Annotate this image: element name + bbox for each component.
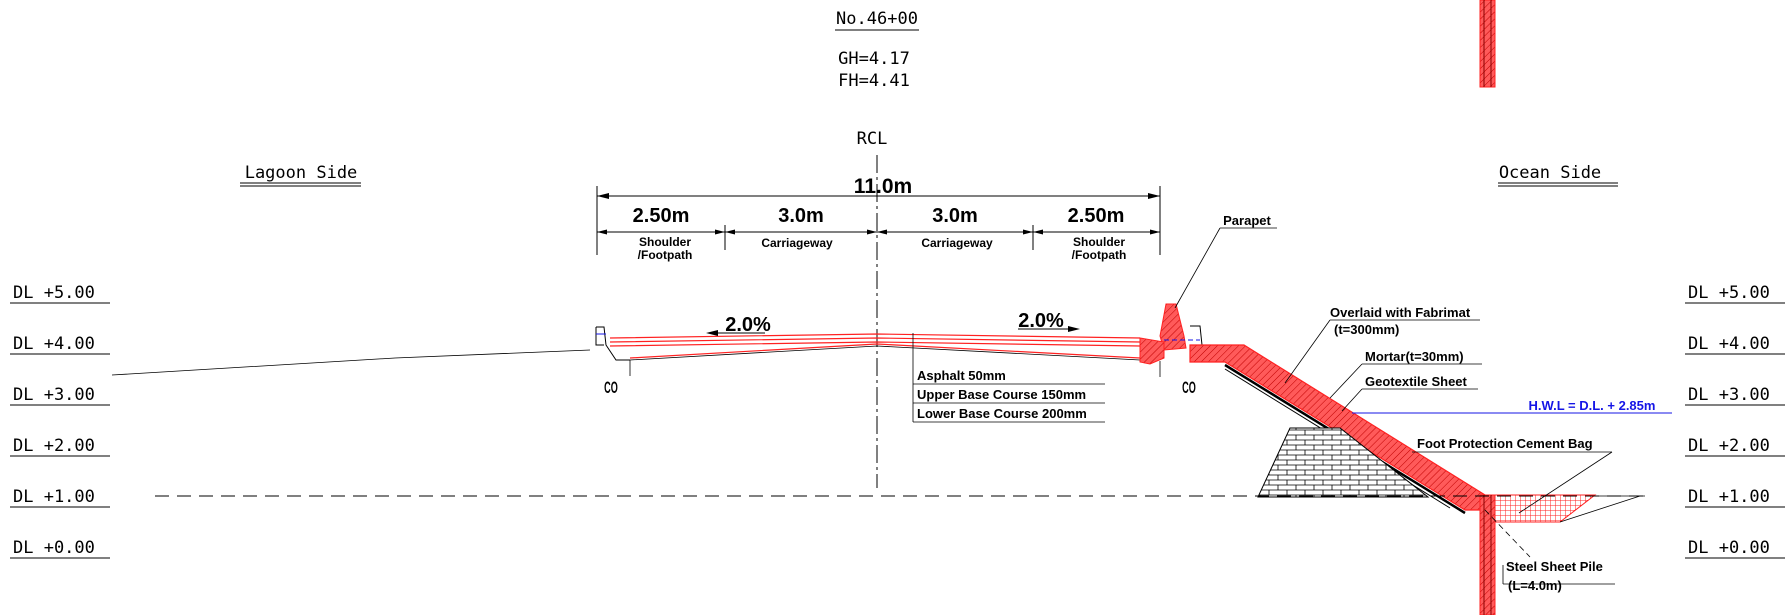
slope-left: 2.0%	[725, 314, 771, 336]
lagoon-side-label: Lagoon Side	[245, 163, 358, 183]
overlaid-sub-label: (t=300mm)	[1334, 322, 1399, 337]
level-label-right: DL +2.00	[1688, 436, 1770, 456]
dim-carriageway-left: 3.0m	[778, 205, 824, 227]
ground-height: GH=4.17	[838, 49, 910, 69]
pile-toe-dashed	[1484, 509, 1531, 558]
level-label-left: DL +4.00	[13, 334, 95, 354]
shoulder-left-label: Shoulder	[639, 235, 691, 249]
foot-protection-label: Foot Protection Cement Bag	[1417, 436, 1593, 451]
parapet-label: Parapet	[1223, 213, 1271, 228]
dim-shoulder-right: 2.50m	[1068, 205, 1125, 227]
level-label-left: DL +2.00	[13, 436, 95, 456]
sheet-pile-length-label: (L=4.0m)	[1508, 578, 1562, 593]
finish-height: FH=4.41	[838, 71, 910, 91]
shoulder-left-label-2: /Footpath	[638, 248, 693, 262]
dimension-lines	[596, 186, 1161, 255]
level-label-left: DL +3.00	[13, 385, 95, 405]
overlaid-label: Overlaid with Fabrimat	[1330, 305, 1471, 320]
levels-right: DL +5.00 DL +4.00 DL +3.00 DL +2.00 DL +…	[1685, 283, 1785, 559]
hwl-label: H.W.L = D.L. + 2.85m	[1529, 398, 1656, 413]
foot-protection-bags	[1494, 494, 1597, 523]
steel-sheet-pile	[1479, 0, 1496, 615]
mortar-label: Mortar(t=30mm)	[1365, 349, 1464, 364]
block-mound	[1257, 427, 1430, 498]
pavement-layer-upper-base: Upper Base Course 150mm	[917, 387, 1086, 402]
pavement-layer-lower-base: Lower Base Course 200mm	[917, 406, 1087, 421]
level-label-left: DL +0.00	[13, 538, 95, 558]
station-number: No.46+00	[836, 9, 918, 29]
parapet-leader	[1174, 227, 1221, 309]
level-label-left: DL +5.00	[13, 283, 95, 303]
shoulder-right-label-2: /Footpath	[1072, 248, 1127, 262]
pavement-layer-asphalt: Asphalt 50mm	[917, 368, 1006, 383]
carriageway-right-label: Carriageway	[921, 236, 993, 250]
levels-left: DL +5.00 DL +4.00 DL +3.00 DL +2.00 DL +…	[10, 283, 110, 559]
ground-line	[111, 349, 591, 376]
slope-right: 2.0%	[1018, 310, 1064, 332]
level-label-right: DL +5.00	[1688, 283, 1770, 303]
dim-carriageway-right: 3.0m	[932, 205, 978, 227]
dim-shoulder-left: 2.50m	[633, 205, 690, 227]
level-label-right: DL +1.00	[1688, 487, 1770, 507]
parapet	[1139, 303, 1203, 365]
sheet-pile-label: Steel Sheet Pile	[1506, 559, 1603, 574]
level-label-left: DL +1.00	[13, 487, 95, 507]
road-pavement	[595, 326, 1161, 377]
slope-arrows	[706, 326, 1080, 336]
revetment-callouts	[1284, 319, 1615, 585]
foot-toe-slope	[1559, 495, 1641, 523]
shoulder-right-label: Shoulder	[1073, 235, 1125, 249]
level-label-right: DL +4.00	[1688, 334, 1770, 354]
total-width: 11.0m	[854, 175, 912, 198]
level-label-right: DL +0.00	[1688, 538, 1770, 558]
geotextile-label: Geotextile Sheet	[1365, 374, 1468, 389]
curb-marker-right: CO	[1182, 378, 1196, 397]
rcl-label: RCL	[857, 129, 888, 149]
level-label-right: DL +3.00	[1688, 385, 1770, 405]
pavement-callout	[912, 333, 1105, 423]
ocean-side-label: Ocean Side	[1499, 163, 1601, 183]
curb-marker-left: CO	[604, 378, 618, 397]
carriageway-left-label: Carriageway	[761, 236, 833, 250]
